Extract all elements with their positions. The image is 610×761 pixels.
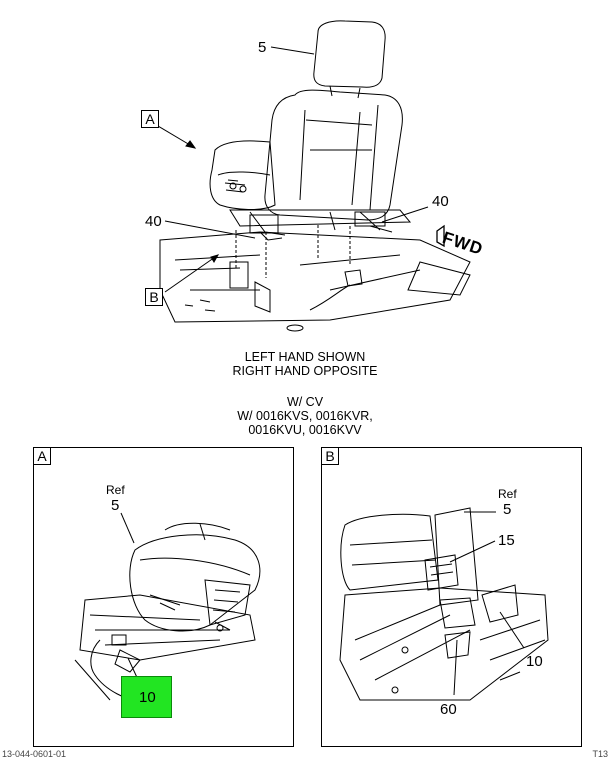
ref-box-a-main[interactable]: A xyxy=(141,110,159,128)
detail-b-label: B xyxy=(321,447,339,465)
detail-a-callout-10[interactable]: 10 xyxy=(139,689,156,706)
callout-5-main[interactable]: 5 xyxy=(258,39,267,56)
footer-doc-id: 13-044-0601-01 xyxy=(2,749,67,759)
footer-page-ref: T13 xyxy=(592,749,608,759)
detail-b-callout-60[interactable]: 60 xyxy=(440,701,457,718)
caption-codes-1: W/ 0016KVS, 0016KVR, xyxy=(237,409,373,423)
main-seat-illustration xyxy=(157,20,471,332)
detail-a-ref-5[interactable]: 5 xyxy=(111,497,120,514)
caption-with-cv: W/ CV xyxy=(286,395,324,409)
detail-b-callout-10[interactable]: 10 xyxy=(526,653,543,670)
caption-codes-2: 0016KVU, 0016KVV xyxy=(248,423,362,437)
caption-left-hand: LEFT HAND SHOWN xyxy=(244,350,366,364)
detail-a-ref-text: Ref xyxy=(106,483,125,497)
detail-a-label: A xyxy=(33,447,51,465)
callout-10-highlight[interactable] xyxy=(121,676,172,718)
detail-b-ref-5[interactable]: 5 xyxy=(503,501,512,518)
detail-b-callout-15[interactable]: 15 xyxy=(498,532,515,549)
ref-box-b-main[interactable]: B xyxy=(145,288,163,306)
detail-b-ref-text: Ref xyxy=(498,487,517,501)
detail-b-panel xyxy=(321,447,582,747)
caption-right-hand: RIGHT HAND OPPOSITE xyxy=(232,364,378,378)
callout-40-left[interactable]: 40 xyxy=(145,213,162,230)
callout-40-right[interactable]: 40 xyxy=(432,193,449,210)
